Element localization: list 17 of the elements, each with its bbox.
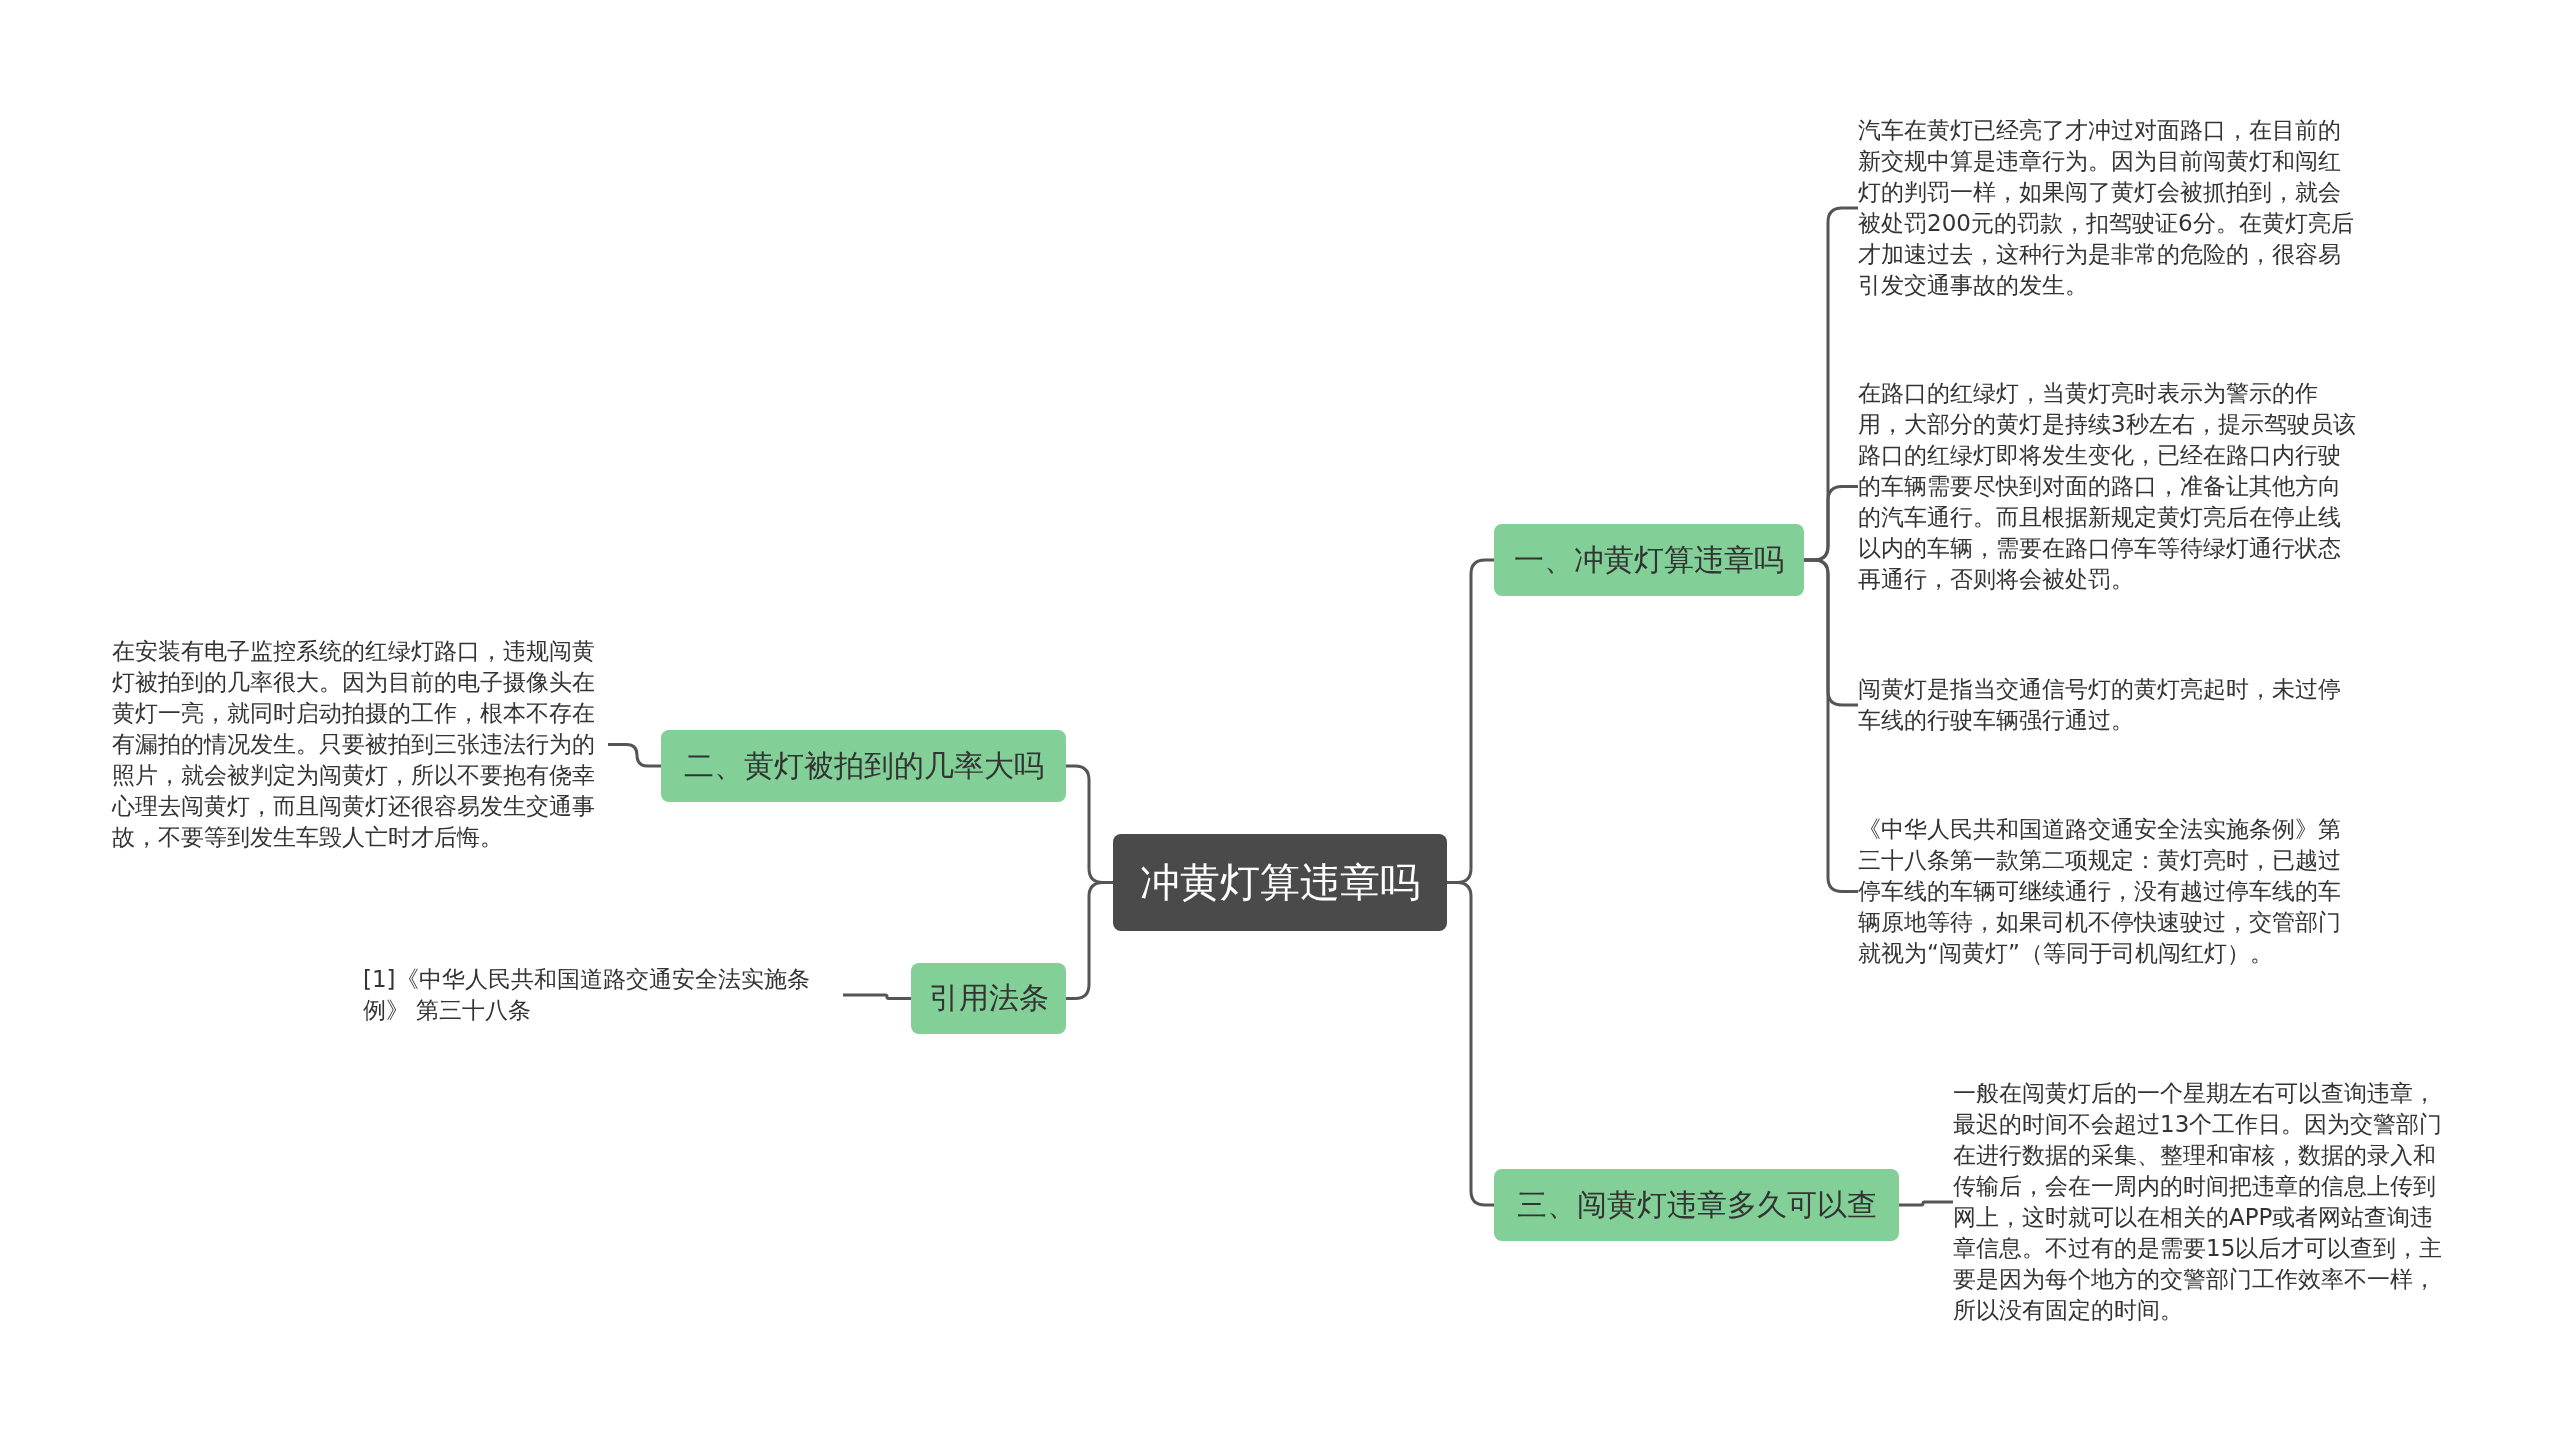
connector-line [608, 743, 661, 768]
note-text: 在路口的红绿灯，当黄灯亮时表示为警示的作用，大部分的黄灯是持续3秒左右，提示驾驶员该路口的红绿灯即将发生变化，已经在路口内行驶的车辆需要尽快到对面的路口，准备让其他方向的汽车通行。而且根据新规定黄灯亮后在停止线以内的车辆，需要在路口停车等待绿灯通行状态再通行，否则将会被处罚。 [1858, 378, 2358, 595]
note-text: 汽车在黄灯已经亮了才冲过对面路口，在目前的新交规中算是违章行为。因为目前闯黄灯和闯红灯的判罚一样，如果闯了黄灯会被抓拍到，就会被处罚200元的罚款，扣驾驶证6分。在黄灯亮后才加速过去，这种行为是非常的危险的，很容易引发交通事故的发生。 [1858, 115, 2358, 301]
connector-line [843, 993, 911, 1000]
note-text: 一般在闯黄灯后的一个星期左右可以查询违章，最迟的时间不会超过13个工作日。因为交警部门在进行数据的采集、整理和审核，数据的录入和传输后，会在一周内的时间把违章的信息上传到网上，这时就可以在相关的APP或者网站查询违章信息。不过有的是需要15以后才可以查到，主要是因为每个地方的交警部门工作效率不一样，所以没有固定的时间。 [1953, 1078, 2453, 1326]
topic-box: 二、黄灯被拍到的几率大吗 [661, 730, 1066, 802]
topic-box: 引用法条 [911, 963, 1066, 1034]
note-text: 闯黄灯是指当交通信号灯的黄灯亮起时，未过停车线的行驶车辆强行通过。 [1858, 674, 2358, 736]
topic-box: 一、冲黄灯算违章吗 [1494, 524, 1804, 596]
connector-line [1899, 1200, 1953, 1207]
note-text: 在安装有电子监控系统的红绿灯路口，违规闯黄灯被拍到的几率很大。因为目前的电子摄像头在黄灯一亮，就同时启动拍摄的工作，根本不存在有漏拍的情况发生。只要被拍到三张违法行为的照片，就会被判定为闯黄灯，所以不要抱有侥幸心理去闯黄灯，而且闯黄灯还很容易发生交通事故，不要等到发生车毁人亡时才后悔。 [112, 636, 608, 853]
note-text: [1]《中华人民共和国道路交通安全法实施条例》 第三十八条 [363, 964, 843, 1026]
connector-line [1066, 881, 1113, 1000]
connector-line [1447, 881, 1494, 1207]
topic-box: 三、闯黄灯违章多久可以查 [1494, 1169, 1899, 1241]
central-topic-box: 冲黄灯算违章吗 [1113, 834, 1447, 931]
note-text: 《中华人民共和国道路交通安全法实施条例》第三十八条第一款第二项规定：黄灯亮时，已越过停车线的车辆可继续通行，没有越过停车线的车辆原地等待，如果司机不停快速驶过，交管部门就视为“闯黄灯”（等同于司机闯红灯）。 [1858, 814, 2358, 969]
